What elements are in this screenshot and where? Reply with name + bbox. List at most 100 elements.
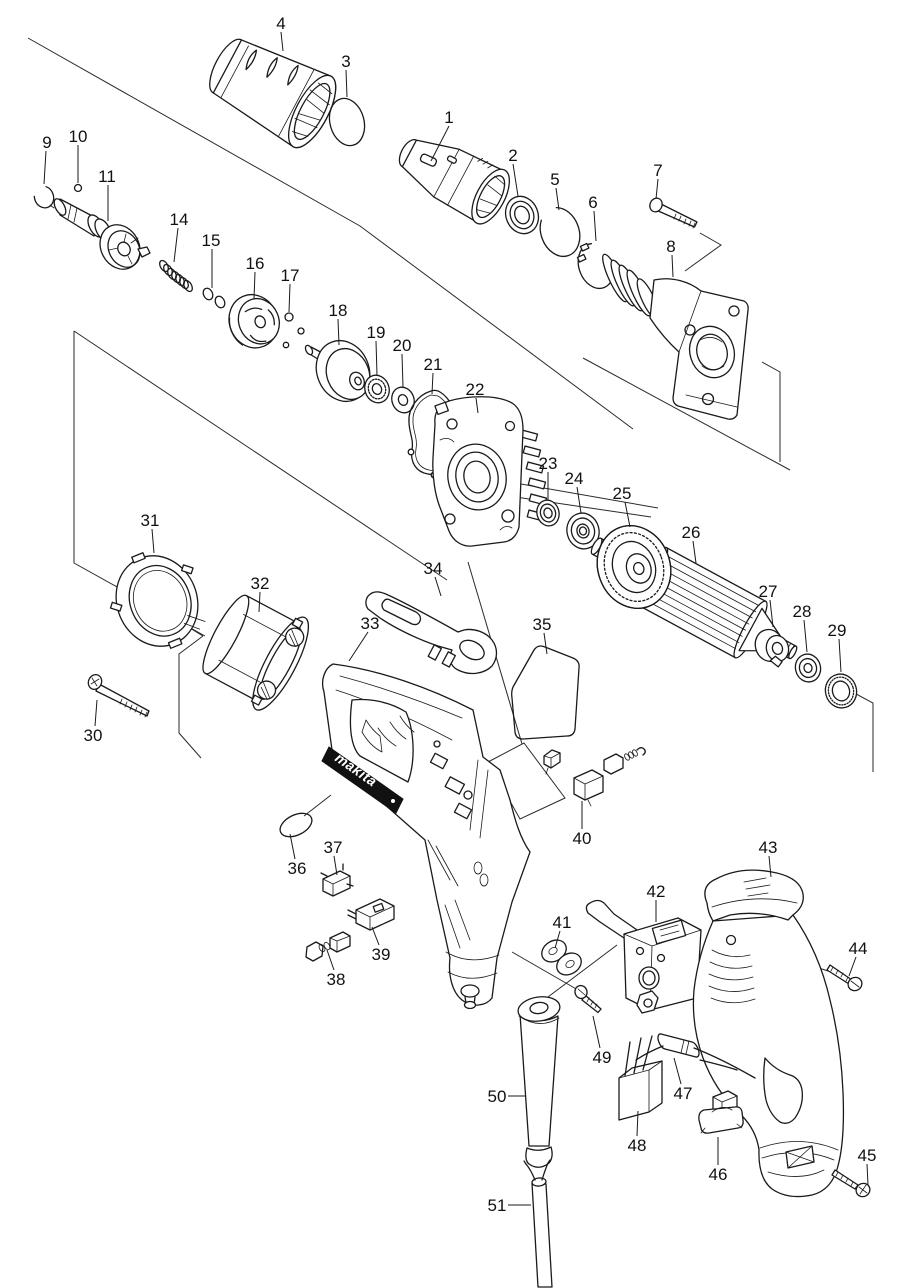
part-label-35: 35 (533, 615, 552, 634)
leader-line-34 (434, 576, 442, 597)
part-label-2: 2 (508, 146, 517, 165)
part-30-long-screw (87, 674, 150, 718)
part-label-3: 3 (341, 52, 350, 71)
guide-line-3 (73, 330, 448, 581)
guide-line-2 (582, 357, 791, 471)
part-20-flat-washer (391, 386, 415, 414)
leader-line-1 (430, 125, 450, 162)
part-label-46: 46 (709, 1165, 728, 1184)
leader-line-7 (655, 178, 659, 200)
part-23-sleeve-ring (536, 499, 560, 527)
part-8-gear-housing (602, 253, 749, 420)
leader-line-22 (475, 397, 479, 414)
leader-line-30 (94, 699, 98, 727)
part-label-19: 19 (367, 323, 386, 342)
part-label-11: 11 (98, 167, 116, 186)
part-47-noise-suppressor (635, 1033, 756, 1079)
part-14-spring (159, 259, 193, 293)
part-51-power-cord (523, 1159, 553, 1288)
leader-line-5 (555, 187, 560, 211)
leader-line-32 (258, 591, 261, 613)
leader-line-20 (401, 353, 404, 388)
part-48-capacitor (618, 1035, 663, 1121)
leader-line-26 (692, 540, 697, 564)
part-label-31: 31 (141, 511, 160, 530)
part-46-cord-clamp (698, 1090, 744, 1134)
leader-line-19 (375, 340, 378, 376)
part-7-screw (649, 197, 698, 229)
leader-line-3 (345, 69, 348, 98)
part-label-8: 8 (666, 237, 675, 256)
part-50-cord-guard (517, 996, 561, 1168)
part-37-terminal-clip (320, 863, 354, 897)
part-label-49: 49 (593, 1048, 612, 1067)
part-31-baffle-ring (109, 552, 206, 649)
part-label-34: 34 (424, 559, 443, 578)
part-label-51: 51 (488, 1196, 507, 1215)
part-16-clutch-plate (228, 294, 280, 349)
part-28-ball-bearing-small (794, 653, 822, 683)
part-18-gear (304, 340, 371, 402)
part-41-strain-relief (541, 939, 582, 976)
leader-line-47 (673, 1057, 682, 1085)
leader-line-35 (543, 632, 548, 655)
part-5-retaining-ring (539, 206, 581, 258)
leader-line-39 (371, 926, 380, 946)
part-label-16: 16 (246, 254, 265, 273)
part-label-14: 14 (170, 210, 189, 229)
part-label-15: 15 (202, 231, 221, 250)
part-32-field-stator (202, 594, 310, 711)
leader-line-31 (151, 528, 155, 554)
part-9-half-ring (33, 185, 55, 209)
part-39-brush-holder (347, 898, 395, 931)
part-label-27: 27 (759, 582, 778, 601)
part-label-29: 29 (828, 621, 847, 640)
leader-line-27 (769, 599, 774, 628)
leader-line-2 (512, 163, 519, 197)
part-17-steel-balls (282, 312, 305, 349)
part-label-26: 26 (682, 523, 701, 542)
leader-line-8 (671, 254, 674, 278)
leader-line-33 (348, 631, 369, 662)
part-label-41: 41 (553, 913, 572, 932)
part-label-25: 25 (613, 484, 632, 503)
leader-line-21 (431, 372, 434, 395)
leader-line-48 (636, 1110, 639, 1137)
part-label-33: 33 (361, 614, 380, 633)
part-label-10: 10 (69, 127, 88, 146)
part-49-screw (574, 984, 602, 1014)
part-label-42: 42 (647, 882, 666, 901)
part-35-nameplate (511, 645, 580, 740)
part-1-locator-sleeve (398, 138, 511, 225)
part-label-32: 32 (251, 574, 270, 593)
part-label-4: 4 (276, 14, 285, 33)
leader-line-4 (280, 31, 284, 52)
leader-line-36 (289, 833, 296, 860)
part-label-7: 7 (653, 161, 662, 180)
part-34-hook (365, 591, 498, 675)
leader-line-29 (838, 638, 842, 673)
part-label-48: 48 (628, 1136, 647, 1155)
leader-line-44 (848, 956, 857, 977)
part-45-screw (831, 1169, 871, 1198)
part-10-steel-ball (73, 183, 83, 193)
leader-line-16 (253, 271, 256, 300)
leader-line-43 (768, 855, 772, 878)
part-label-5: 5 (550, 170, 559, 189)
part-label-44: 44 (849, 939, 868, 958)
part-6-clip-washer (576, 242, 615, 290)
part-38-carbon-brush (305, 931, 351, 962)
leader-line-9 (43, 150, 47, 185)
leader-line-37 (333, 855, 338, 876)
guide-line-14 (539, 944, 618, 1004)
guide-line-6 (761, 361, 781, 462)
part-2-bearing (504, 195, 540, 235)
guide-lines-layer (27, 37, 874, 1174)
part-24-ball-bearing (566, 512, 600, 550)
part-label-28: 28 (793, 602, 812, 621)
leader-line-38 (326, 949, 335, 971)
part-label-36: 36 (288, 859, 307, 878)
